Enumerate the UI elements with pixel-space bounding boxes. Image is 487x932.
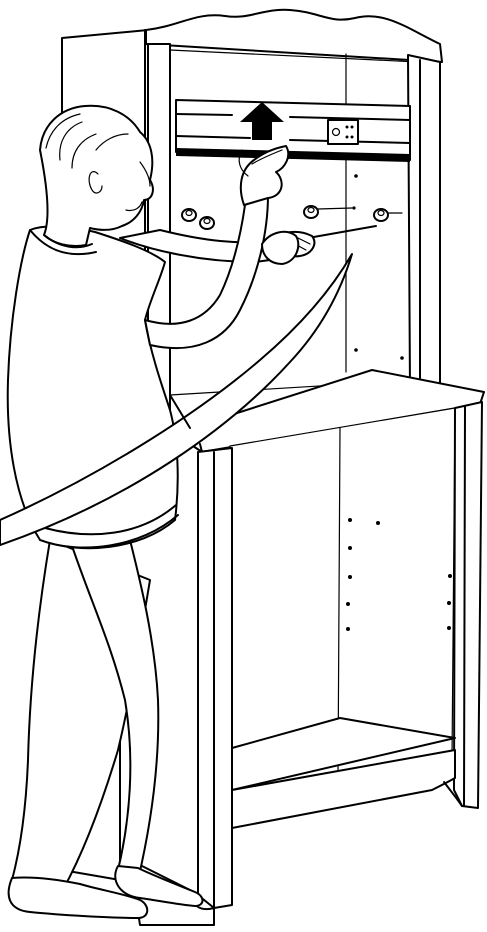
cam-fitting-left-1 bbox=[182, 209, 196, 221]
gripping-hand bbox=[262, 232, 298, 264]
cam-fitting-left-2 bbox=[200, 217, 214, 229]
base-right-side bbox=[454, 402, 482, 808]
hutch-right-side-panel bbox=[408, 55, 440, 392]
